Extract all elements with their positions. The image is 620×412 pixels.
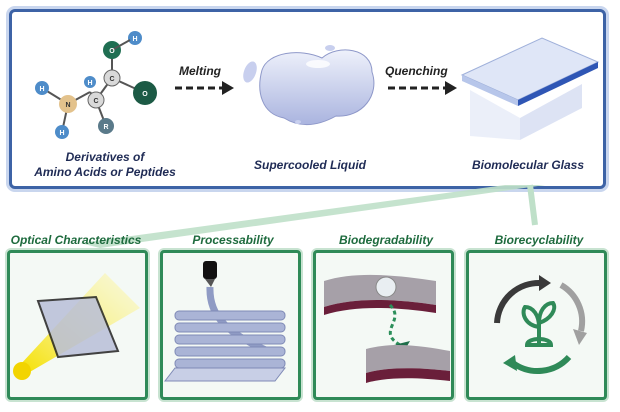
svg-text:O: O [142,91,148,98]
svg-text:C: C [109,76,114,83]
property-title-optical: Optical Characteristics [10,233,142,247]
svg-text:O: O [109,48,115,55]
atom-h [128,31,142,45]
stage-label-supercooled-liquid: Supercooled Liquid [253,158,366,172]
quenching-label: Quenching [385,64,448,78]
svg-text:H: H [39,86,44,93]
atom-r [98,118,114,134]
svg-text:C: C [93,98,98,105]
atom-c [103,69,121,87]
svg-text:H: H [132,36,137,43]
stage-label-derivatives-line1: Derivatives of [65,150,145,164]
property-title-processability: Processability [192,233,274,247]
atom-h [55,125,69,139]
atom-n [59,95,77,113]
recycle-illustration [494,275,587,375]
property-title-biodegradability: Biodegradability [338,233,433,247]
svg-text:N: N [65,102,70,109]
property-box-biorecyclability [466,250,607,400]
printing-illustration [163,261,287,382]
stage-label-derivatives-line2: Amino Acids or Peptides [34,165,176,179]
atom-o [133,81,157,105]
property-box-processability [160,250,301,400]
atom-c [87,91,105,109]
atom-h [84,76,96,88]
stage-label-biomolecular-glass: Biomolecular Glass [471,158,585,172]
soil-illustration [324,274,450,383]
optical-illustration [13,273,140,380]
atom-h [35,81,49,95]
melting-label: Melting [179,64,221,78]
property-box-optical [7,250,148,400]
svg-text:H: H [59,130,64,137]
svg-text:R: R [103,124,108,131]
svg-text:H: H [87,80,92,87]
property-title-biorecyclability: Biorecyclability [494,233,584,247]
property-box-biodegradability [313,250,454,400]
sprout-icon [521,300,557,347]
